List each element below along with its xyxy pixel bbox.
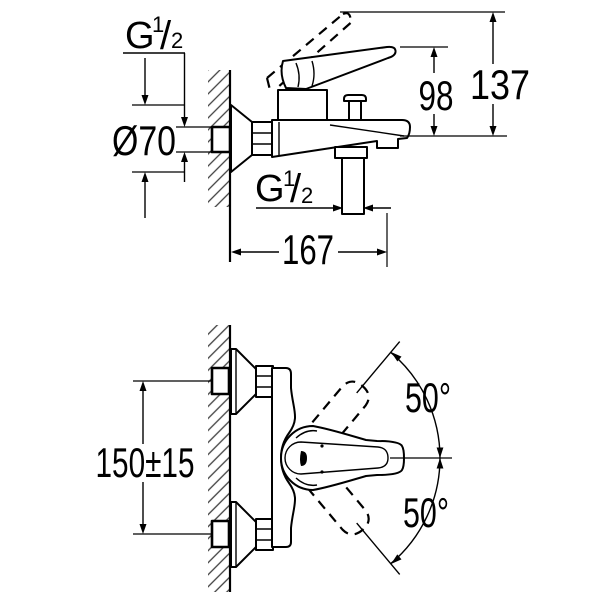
wall-thread-g: G (125, 15, 155, 57)
union-nut-upper-plan (255, 365, 274, 398)
escutcheon-upper-plan (230, 348, 257, 415)
spout-body (271, 119, 411, 158)
dim-wall-thread-label: G 1 / 2 (125, 12, 183, 58)
union-nut-lower-plan (255, 518, 274, 551)
wall-section-side (208, 70, 232, 262)
supply-fitting-upper (210, 366, 231, 396)
handle-height-text: 98 (419, 72, 454, 119)
supply-fitting-side (210, 125, 232, 154)
handle-neck-crease-upper (295, 429, 318, 439)
ray-up-50 (356, 341, 401, 394)
escutcheon-lower-plan (230, 501, 257, 568)
wall-thread-slash: / (160, 14, 172, 58)
dim-projection: 167 (231, 213, 388, 273)
dim-handle-height: 98 (400, 46, 454, 136)
wall-thread-sup: 1 (152, 12, 164, 37)
projection-text: 167 (282, 226, 334, 273)
escutcheon-side (230, 104, 253, 173)
wall-section-plan (208, 325, 232, 592)
outlet-pipe (341, 157, 365, 215)
handle-logo-mark (300, 451, 307, 466)
dim-escutcheon-diameter: Ø70 (112, 58, 184, 218)
outlet-thread-sub: 2 (301, 183, 313, 208)
dim-swing-angles: 50° 50° (356, 341, 452, 575)
faucet-plan (230, 348, 405, 568)
supply-fitting-lower (210, 519, 231, 549)
outlet-thread-g: G (255, 168, 285, 210)
angle-down-text: 50° (403, 489, 449, 536)
handle-neck-crease-lower (295, 477, 318, 487)
cartridge-housing (277, 89, 328, 121)
total-height-text: 137 (470, 61, 530, 108)
handle-inner-outline (284, 441, 389, 475)
handle-side (280, 45, 397, 90)
handle-phantom-side (265, 12, 353, 89)
diverter-knob (343, 94, 367, 122)
dim-outlet-thread-label: G 1 / 2 (255, 166, 313, 211)
diverter-cap (343, 94, 367, 102)
dim-outlet-thread: G 1 / 2 (255, 166, 391, 212)
connection-spacing-text: 150±15 (96, 439, 195, 486)
ray-down-50 (356, 522, 401, 575)
angle-up-text: 50° (405, 374, 451, 421)
handle-dot-lower (320, 470, 324, 474)
outlet-thread-sup: 1 (283, 166, 295, 191)
side-view: G 1 / 2 Ø70 9 (112, 11, 530, 273)
escutcheon-diameter-text: Ø70 (112, 117, 176, 164)
wall-thread-sub: 2 (171, 28, 183, 53)
dim-total-height: 137 (340, 11, 530, 137)
spout-crease-line (329, 124, 405, 137)
angle-arc-lower (390, 457, 441, 565)
angle-arc-upper (390, 351, 441, 459)
outlet-thread-slash: / (290, 167, 302, 211)
diverter-stem (348, 99, 362, 122)
plan-view: 150±15 50° 50° (96, 325, 452, 592)
union-nut-side (251, 121, 273, 156)
shower-outlet (334, 146, 368, 215)
faucet-side (230, 12, 411, 215)
dim-connection-spacing: 150±15 (96, 380, 212, 535)
wall-hatch-plan (208, 325, 230, 592)
dim-wall-thread: G 1 / 2 (123, 12, 211, 182)
handle-dot-upper (320, 444, 324, 448)
outlet-collar (334, 146, 368, 159)
